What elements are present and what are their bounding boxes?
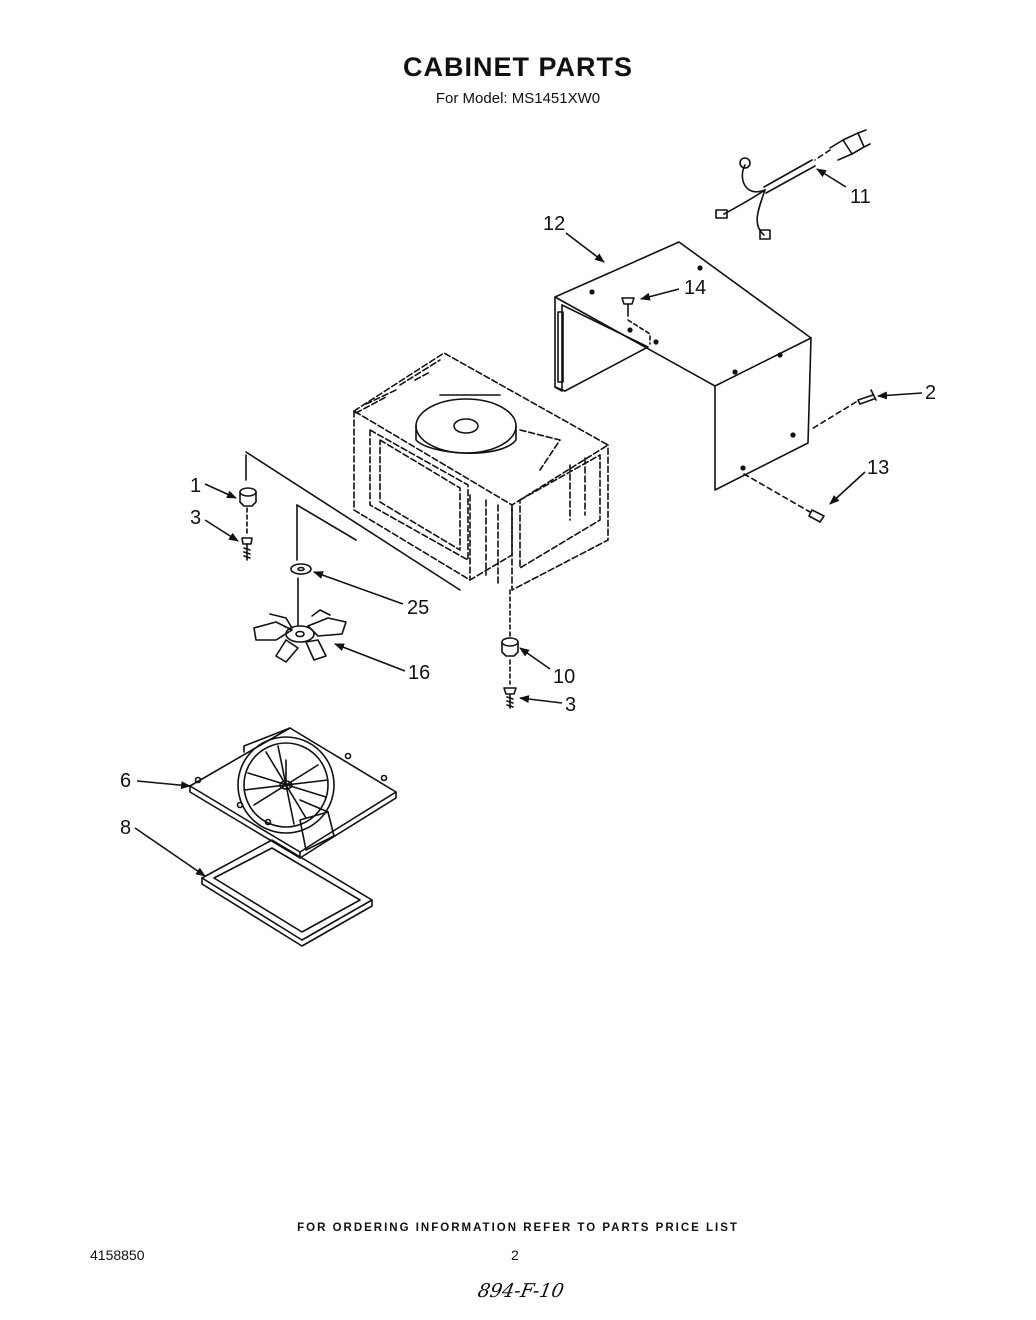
callout-25: 25 [407,597,429,619]
screw-part-13 [743,473,825,523]
callout-10: 10 [553,666,575,688]
page-title: CABINET PARTS [402,52,633,82]
handwritten-note: 894-F-10 [476,1280,566,1302]
base-plate-part-6 [189,727,397,859]
callout-3-right: 3 [565,694,576,716]
foot-part-1 [239,454,257,507]
model-subtitle: For Model: MS1451XW0 [435,90,601,107]
turntable-drive-phantom [415,394,517,454]
ordering-note: FOR ORDERING INFORMATION REFER TO PARTS … [297,1222,739,1234]
page-number: 2 [511,1247,519,1263]
washer-part-25 [290,504,357,575]
document-number: 4158850 [90,1247,145,1263]
callout-16: 16 [408,662,430,684]
cabinet-wrapper-part-12 [554,241,812,491]
screw-part-3-left [241,507,253,561]
foot-part-10 [501,589,519,657]
filter-tray-part-8 [201,839,373,947]
callout-13: 13 [867,457,889,479]
callout-leaders [134,168,923,877]
fan-blade-part-16 [253,577,347,663]
callout-14: 14 [684,277,706,299]
callout-1: 1 [190,475,201,497]
callout-3-left: 3 [190,507,201,529]
screw-part-2 [809,389,877,431]
oven-cavity-phantom [353,352,609,591]
power-cord-part-11 [715,129,871,240]
screw-part-3-right [503,659,517,709]
callout-12: 12 [543,213,565,235]
callout-11: 11 [850,186,871,208]
callout-8: 8 [120,817,131,839]
guide-line-foot [245,451,461,591]
callout-6: 6 [120,770,131,792]
callout-2: 2 [925,382,936,404]
screw-part-14 [621,297,651,345]
